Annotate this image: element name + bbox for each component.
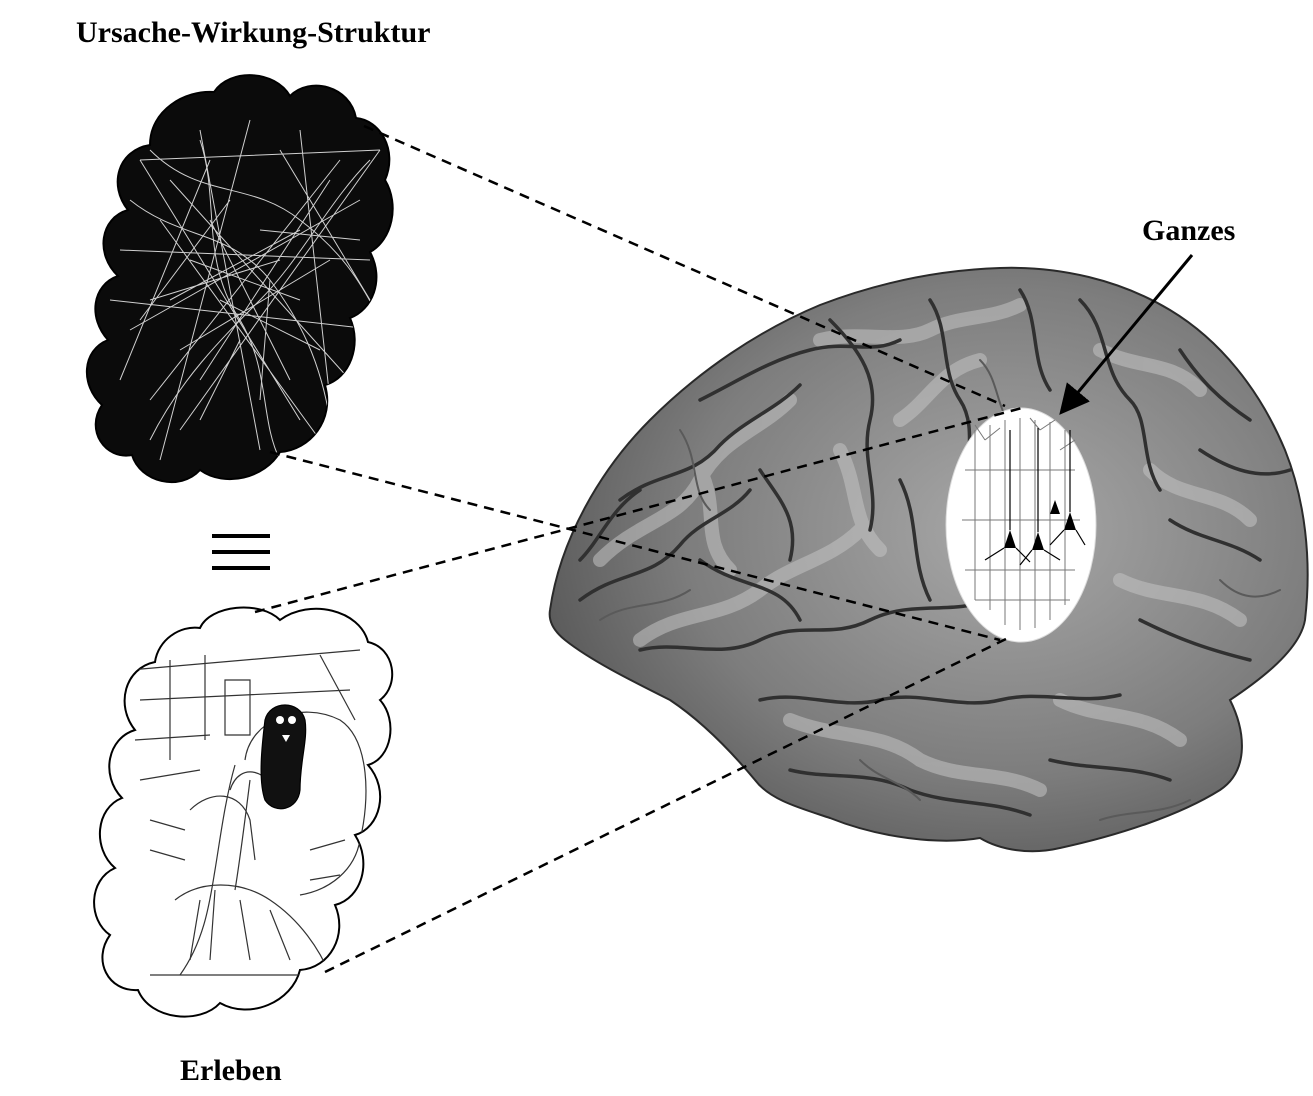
- triple-bar-equivalence-icon: [212, 534, 270, 570]
- experience-scene-image: [93, 606, 394, 1018]
- neural-column-oval: [945, 407, 1097, 643]
- projection-lines: [254, 124, 1023, 974]
- arrow-icon: [1059, 254, 1194, 415]
- dashed-line-web-bottom: [269, 450, 1001, 642]
- dashed-line-scene-top: [254, 406, 1023, 614]
- label-whole: Ganzes: [1142, 214, 1236, 247]
- cause-effect-web-image: [86, 74, 394, 483]
- label-experience: Erleben: [180, 1054, 282, 1087]
- dashed-line-web-top: [363, 124, 1006, 408]
- dashed-line-scene-bottom: [324, 636, 1009, 974]
- label-cause-effect-structure: Ursache-Wirkung-Struktur: [76, 16, 431, 49]
- brain-illustration: [548, 266, 1309, 853]
